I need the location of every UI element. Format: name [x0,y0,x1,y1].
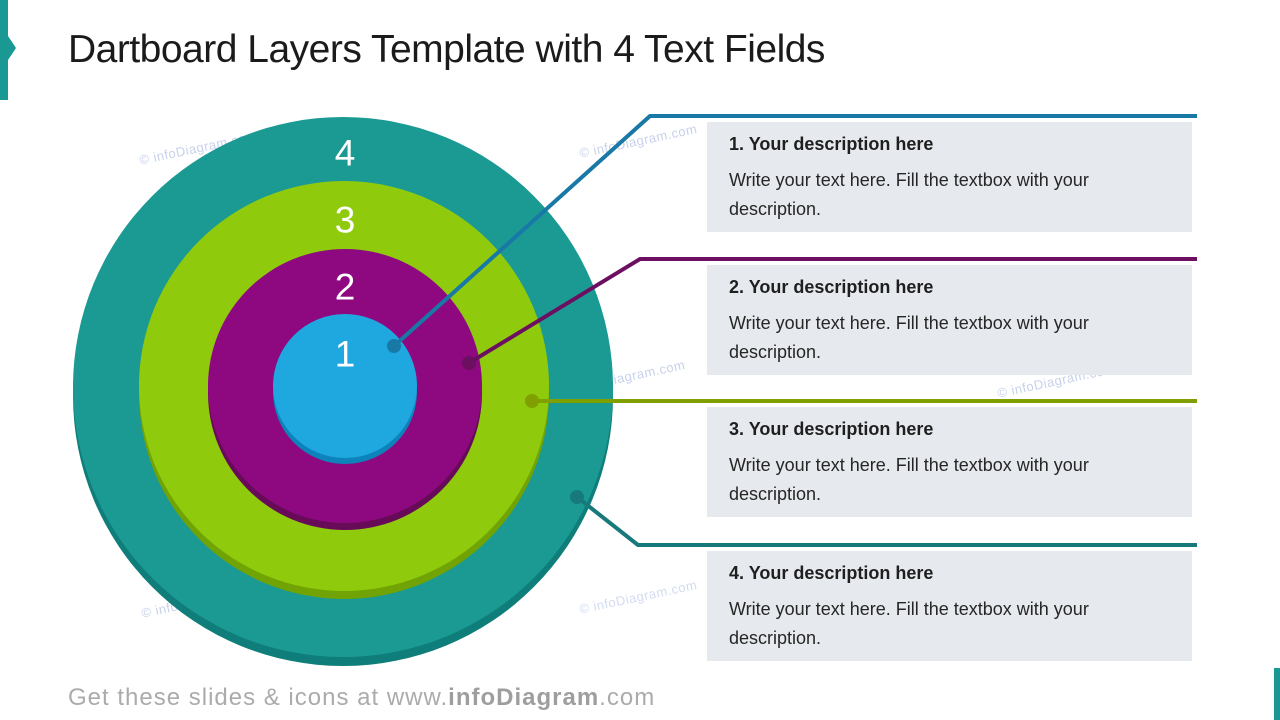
footer-prefix: Get these slides & icons at www. [68,684,449,711]
leader-line-1 [392,114,1197,348]
text-field-2-heading: 2. Your description here [729,277,934,297]
leader-dot-4 [570,490,584,504]
leader-dot-1 [387,339,401,353]
ring-1 [273,314,417,458]
text-field-3-heading: 3. Your description here [729,419,934,439]
leader-dot-3 [525,394,539,408]
ring-1-number: 1 [334,333,356,375]
text-field-3[interactable]: 3. Your description here Write your text… [707,407,1192,517]
footer-brand: infoDiagram [448,684,600,711]
ring-3-number: 3 [334,199,356,241]
text-field-3-body: Write your text here. Fill the textbox w… [729,455,1089,504]
text-field-2-body: Write your text here. Fill the textbox w… [729,313,1089,362]
left-ribbon-chevron-icon [8,36,16,60]
leader-dot-2 [462,356,476,370]
ring-4-number: 4 [334,132,356,174]
leader-line-2 [467,257,1197,365]
text-field-1-heading: 1. Your description here [729,134,934,154]
footer-suffix: .com [599,684,656,711]
footer-credit: Get these slides & icons at www.infoDiag… [68,684,655,712]
bottom-right-accent-strip [1274,668,1280,720]
text-field-1-body: Write your text here. Fill the textbox w… [729,170,1089,219]
text-field-1[interactable]: 1. Your description here Write your text… [707,122,1192,232]
text-field-2[interactable]: 2. Your description here Write your text… [707,265,1192,375]
page-title: Dartboard Layers Template with 4 Text Fi… [68,28,825,71]
leader-line-4 [575,495,1197,547]
text-field-4-heading: 4. Your description here [729,563,934,583]
left-ribbon-bar [0,0,8,100]
text-field-4-body: Write your text here. Fill the textbox w… [729,599,1089,648]
text-field-4[interactable]: 4. Your description here Write your text… [707,551,1192,661]
ring-2-number: 2 [334,266,356,308]
